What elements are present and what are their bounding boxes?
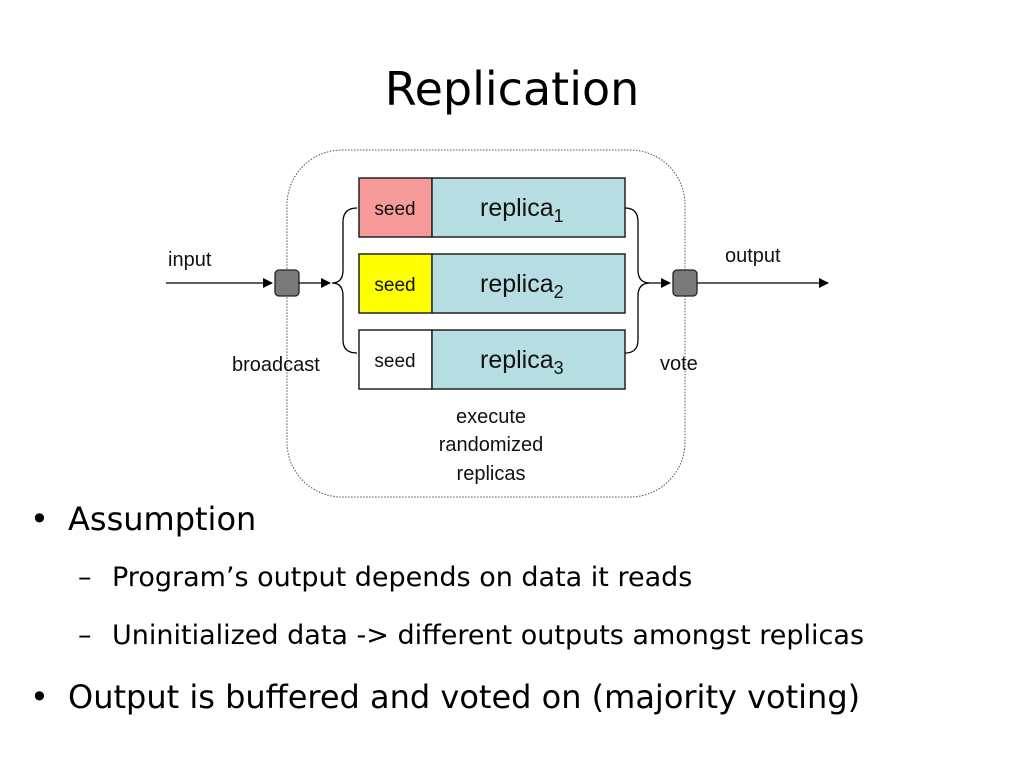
replica-label: replica2 [480,270,564,302]
replica-index: 2 [554,282,564,302]
bullet-text: Output is buffered and voted on (majorit… [68,678,861,716]
sub-bullet-marker: – [78,562,92,593]
bullet-marker: • [30,678,49,716]
caption-line-1: execute [456,406,526,428]
vote-node [672,269,698,297]
output-label: output [725,245,781,267]
caption-line-3: replicas [457,463,526,485]
replica-box [431,253,626,314]
slide-title: Replication [384,62,640,116]
seed-label: seed [374,199,415,220]
replica-group-boundary [286,149,686,498]
replica-index: 1 [554,206,564,226]
bullet-marker: • [30,500,49,538]
replica-box [431,329,626,390]
broadcast-label: broadcast [232,354,320,376]
replica-row: seed replica2 [358,253,626,314]
seed-label: seed [374,275,415,296]
broadcast-brace [331,207,358,354]
sub-bullet-text: Program’s output depends on data it read… [112,562,693,593]
replica-label: replica1 [480,194,564,226]
sub-bullet-text: Uninitialized data -> different outputs … [112,620,865,651]
seed-box [358,329,433,390]
replica-index: 3 [554,358,564,378]
vote-label: vote [660,353,698,375]
seed-box [358,177,433,238]
seed-label: seed [374,351,415,372]
bullet-text: Assumption [68,500,257,538]
replication-diagram: input broadcast seed replica1 seed replica2… [166,149,829,498]
replica-row: seed replica3 [358,329,626,390]
replica-label: replica3 [480,346,564,378]
input-label: input [168,249,212,271]
replica-row: seed replica1 [358,177,626,238]
seed-box [358,253,433,314]
caption-line-2: randomized [439,434,544,456]
sub-bullet-marker: – [78,620,92,651]
broadcast-node [274,269,300,297]
vote-brace [624,207,651,354]
